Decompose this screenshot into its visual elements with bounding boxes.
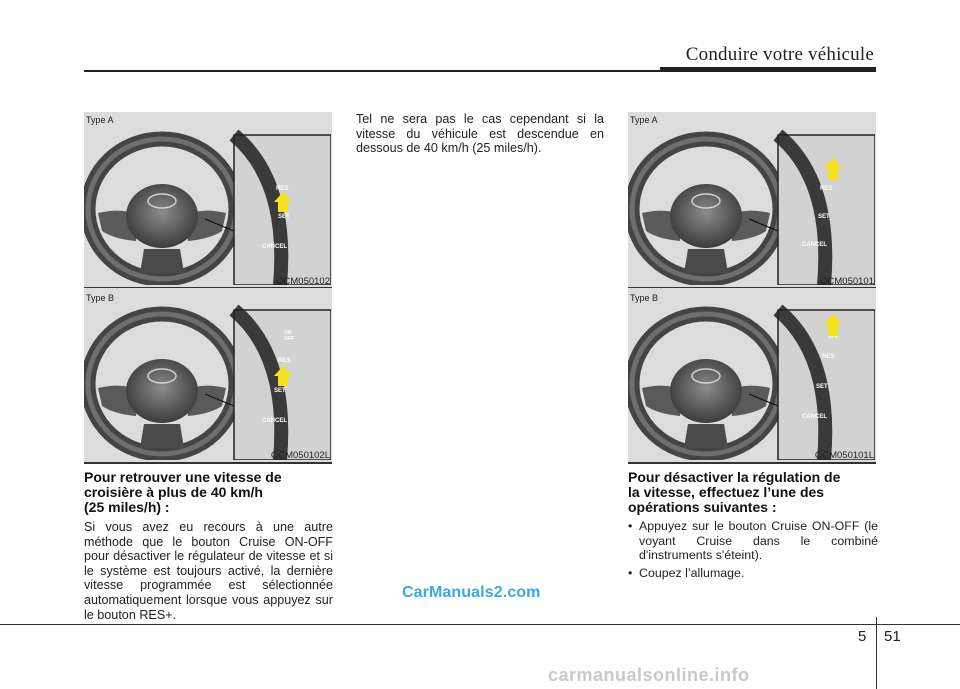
- section-heading-restore-speed: Pour retrouver une vitesse de croisière …: [84, 470, 334, 515]
- figure-code: OCM050102: [276, 276, 330, 287]
- steering-wheel-illustration: [84, 121, 332, 287]
- up-arrow-icon-stem: [828, 324, 838, 336]
- figure-type-b-right: Type B ON OFF RES SET CANCEL OCM050101L: [628, 288, 876, 464]
- up-arrow-icon-stem: [278, 376, 288, 386]
- panel-button-label: RES: [278, 358, 291, 364]
- figure-type-b-left: Type B ON OFF RES SET CANCEL OCM050102L: [84, 288, 332, 464]
- panel-button-label: SET: [274, 388, 286, 394]
- panel-button-label: CANCEL: [262, 418, 287, 424]
- bullet-text: Coupez l’allumage.: [639, 566, 745, 580]
- section-number: 5: [858, 628, 867, 645]
- up-arrow-icon: [824, 314, 842, 324]
- figure-type-label: Type A: [86, 115, 114, 125]
- figure-type-label: Type B: [86, 293, 115, 303]
- up-arrow-icon-stem: [828, 168, 838, 180]
- heading-line: la vitesse, effectuez l’une des: [628, 484, 825, 500]
- steering-wheel-illustration: [628, 121, 876, 287]
- footer-divider: [876, 617, 877, 689]
- up-arrow-icon: [824, 158, 842, 168]
- figure-code: OCM050102L: [270, 450, 330, 461]
- heading-line: Pour désactiver la régulation de: [628, 469, 841, 485]
- bullet-icon: •: [628, 519, 633, 533]
- page-header-title: Conduire votre véhicule: [685, 44, 874, 65]
- heading-line: croisière à plus de 40 km/h: [84, 484, 263, 500]
- figure-type-a-right: Type A RES SET CANCEL OCM050101: [628, 112, 876, 289]
- heading-line: Pour retrouver une vitesse de: [84, 469, 282, 485]
- heading-line: opérations suivantes :: [628, 499, 777, 515]
- page-number: 51: [884, 628, 901, 645]
- panel-button-label: ON OFF: [284, 330, 294, 342]
- panel-button-label: RES: [822, 354, 835, 360]
- site-watermark: carmanualsonline.info: [548, 665, 750, 685]
- panel-button-label: CANCEL: [802, 242, 827, 248]
- panel-button-label: CANCEL: [802, 414, 827, 420]
- figure-type-a-left: Type A RES SET CANCEL OCM050102: [84, 112, 332, 289]
- bullet-icon: •: [628, 566, 633, 580]
- figure-code: OCM050101L: [814, 450, 874, 461]
- footer-rule: [0, 624, 960, 625]
- up-arrow-icon: [274, 192, 292, 202]
- steering-wheel-illustration: [84, 296, 332, 462]
- panel-button-label: CANCEL: [262, 244, 287, 250]
- bullet-item: • Coupez l’allumage.: [628, 566, 878, 581]
- figure-type-label: Type A: [630, 115, 658, 125]
- heading-line: (25 miles/h) :: [84, 499, 170, 515]
- bullet-text: Appuyez sur le bouton Cruise ON-OFF (le …: [639, 519, 878, 563]
- panel-button-label: RES: [276, 186, 289, 192]
- section-heading-cancel-cruise: Pour désactiver la régulation de la vite…: [628, 470, 878, 515]
- header-rule-accent: [660, 67, 876, 72]
- figure-type-label: Type B: [630, 293, 659, 303]
- carmanuals-watermark: CarManuals2.com: [402, 584, 541, 601]
- bullet-item: • Appuyez sur le bouton Cruise ON-OFF (l…: [628, 519, 878, 563]
- panel-button-label: SET: [278, 214, 290, 220]
- up-arrow-icon: [274, 366, 292, 376]
- restore-speed-paragraph: Si vous avez eu recours à une autre méth…: [84, 520, 333, 622]
- header-rule: [84, 70, 874, 72]
- panel-button-label: RES: [820, 186, 833, 192]
- figure-code: OCM050101: [820, 276, 874, 287]
- panel-button-label: SET: [816, 384, 828, 390]
- up-arrow-icon-stem: [278, 202, 288, 212]
- panel-button-label: SET: [818, 214, 830, 220]
- speed-limit-paragraph: Tel ne sera pas le cas cependant si la v…: [356, 112, 604, 156]
